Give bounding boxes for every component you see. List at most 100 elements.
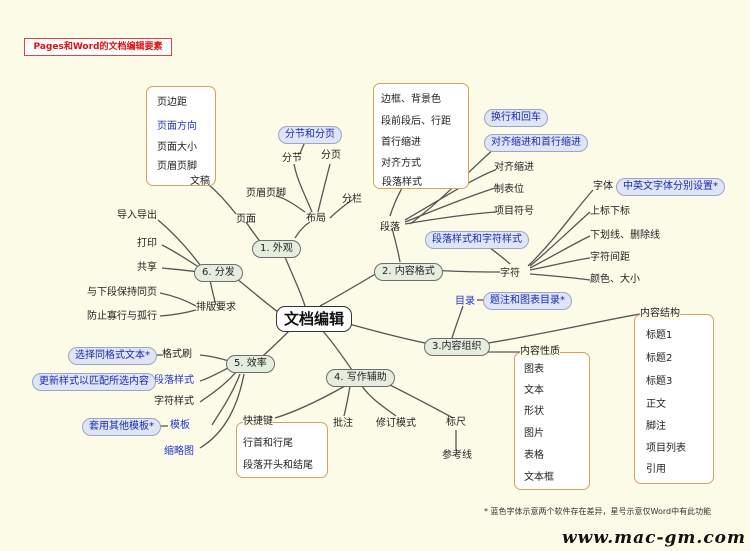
- underline-label: 下划线、删除线: [590, 230, 660, 241]
- layout-node-label: 布局: [306, 213, 326, 224]
- branch-layout: 1. 外观: [252, 240, 301, 258]
- link-paragraph-align: [404, 169, 496, 221]
- link-layoutnode-columns: [329, 199, 353, 219]
- draft-box: [146, 86, 216, 186]
- spacing-label: 字符间距: [590, 252, 630, 263]
- link-share-arrange: [209, 279, 217, 306]
- share-label: 共享: [137, 262, 157, 273]
- link-format-paragraph: [391, 227, 401, 263]
- draft-item-header: 页眉页脚: [157, 161, 197, 172]
- link-paragraph-tab: [404, 187, 496, 223]
- para-item-spacing: 段前段后、行距: [381, 116, 451, 127]
- center-node: 文档编辑: [276, 306, 353, 332]
- struct-item-footnote: 脚注: [646, 421, 666, 432]
- columns-label: 分栏: [342, 194, 362, 205]
- struct-item-h3: 标题3: [646, 376, 673, 387]
- link-center-format: [319, 269, 383, 307]
- widow-label: 防止寡行与孤行: [87, 311, 157, 322]
- type-item-text: 文本: [524, 385, 544, 396]
- char-label: 字符: [500, 268, 520, 279]
- content-type-label: 内容性质: [520, 346, 560, 358]
- type-item-chart: 图表: [524, 364, 544, 375]
- shortcuts-box: [236, 422, 328, 478]
- super-sub-label: 上标下标: [590, 206, 630, 217]
- line-break-pill: 换行和回车: [484, 109, 548, 127]
- ruler-label: 标尺: [446, 417, 466, 428]
- section-label: 分节: [282, 153, 302, 164]
- branch-share: 6. 分发: [194, 264, 243, 282]
- shortcut-item-para: 段落开头和结尾: [243, 460, 313, 471]
- caption-pill: 题注和图表目录*: [483, 292, 572, 310]
- indent-align-pill: 对齐缩进和首行缩进: [484, 134, 588, 152]
- para-item-border: 边框、背景色: [381, 94, 441, 105]
- para-item-indent: 首行缩进: [381, 137, 421, 148]
- paragraph-label: 段落: [380, 222, 400, 233]
- link-eff-charstyle: [199, 371, 237, 403]
- shortcut-item-line: 行首和行尾: [243, 438, 293, 449]
- link-share-import: [157, 219, 201, 266]
- page-break-label: 分页: [321, 150, 341, 161]
- select-same-pill: 选择同格式文本*: [68, 347, 157, 365]
- link-eff-thumbs: [199, 373, 245, 449]
- para-style-eff-label: 段落样式: [154, 375, 194, 386]
- shortcuts-label: 快捷键: [243, 416, 273, 428]
- arrange-label: 排版要求: [196, 302, 236, 313]
- content-type-box: [514, 352, 590, 490]
- align-indent-label: 对齐缩进: [494, 162, 534, 173]
- format-brush-label: 格式刷: [162, 349, 192, 360]
- content-struct-label: 内容结构: [640, 308, 680, 320]
- link-organize-toc: [451, 305, 464, 339]
- type-item-shape: 形状: [524, 406, 544, 417]
- draft-label: 文稿: [190, 176, 210, 187]
- struct-item-h2: 标题2: [646, 353, 673, 364]
- link-assist-comments: [343, 385, 351, 417]
- print-label: 打印: [137, 238, 157, 249]
- page-label: 页面: [236, 214, 256, 225]
- link-layoutnode-section: [293, 163, 313, 213]
- thumbnails-label: 缩略图: [164, 446, 194, 457]
- para-char-style-pill: 段落样式和字符样式: [425, 231, 529, 249]
- import-export-label: 导入导出: [117, 210, 157, 221]
- link-paragraph-bullets: [404, 211, 496, 225]
- struct-item-quote: 引用: [646, 464, 666, 475]
- content-struct-box: [634, 314, 714, 484]
- type-item-textbox: 文本框: [524, 472, 554, 483]
- type-item-table: 表格: [524, 450, 544, 461]
- template-label: 模板: [170, 420, 190, 431]
- draft-item-orientation: 页面方向: [157, 121, 197, 132]
- track-label: 修订模式: [376, 418, 416, 429]
- link-page-draft: [207, 183, 237, 215]
- font-label: 字体: [593, 181, 613, 192]
- link-center-layout: [282, 251, 306, 307]
- section-and-page-pill: 分节和分页: [278, 126, 342, 144]
- footnote: * 蓝色字体示意两个软件存在差异，星号示意仅Word中有此功能: [484, 507, 712, 516]
- link-char-color: [529, 273, 591, 281]
- link-organize-struct: [481, 313, 641, 345]
- draft-item-size: 页面大小: [157, 142, 197, 153]
- cjk-font-pill: 中英文字体分别设置*: [616, 178, 725, 196]
- header-footer-label: 页眉页脚: [246, 188, 286, 199]
- link-assist-track: [361, 385, 397, 417]
- watermark: www.mac-gm.com: [562, 528, 746, 548]
- link-center-assist: [321, 329, 353, 371]
- tab-stops-label: 制表位: [494, 184, 524, 195]
- link-paragraph-box: [389, 185, 404, 217]
- branch-efficiency: 5. 效率: [226, 355, 275, 373]
- struct-item-list: 项目列表: [646, 443, 686, 454]
- bullets-label: 项目符号: [494, 206, 534, 217]
- comments-label: 批注: [333, 418, 353, 429]
- para-item-align: 对齐方式: [381, 158, 421, 169]
- diagram-title: Pages和Word的文档编辑要素: [24, 38, 172, 56]
- link-char-super: [529, 211, 591, 267]
- link-layoutnode-page: [317, 163, 331, 213]
- other-template-pill: 套用其他模板*: [82, 418, 161, 436]
- link-share-print: [161, 244, 201, 269]
- struct-item-h1: 标题1: [646, 330, 673, 341]
- link-char-spacing: [529, 257, 591, 271]
- update-style-pill: 更新样式以匹配所选内容: [32, 373, 156, 391]
- link-char-font: [527, 189, 594, 267]
- link-assist-shortcut: [274, 385, 346, 419]
- link-layoutnode-header: [275, 195, 306, 213]
